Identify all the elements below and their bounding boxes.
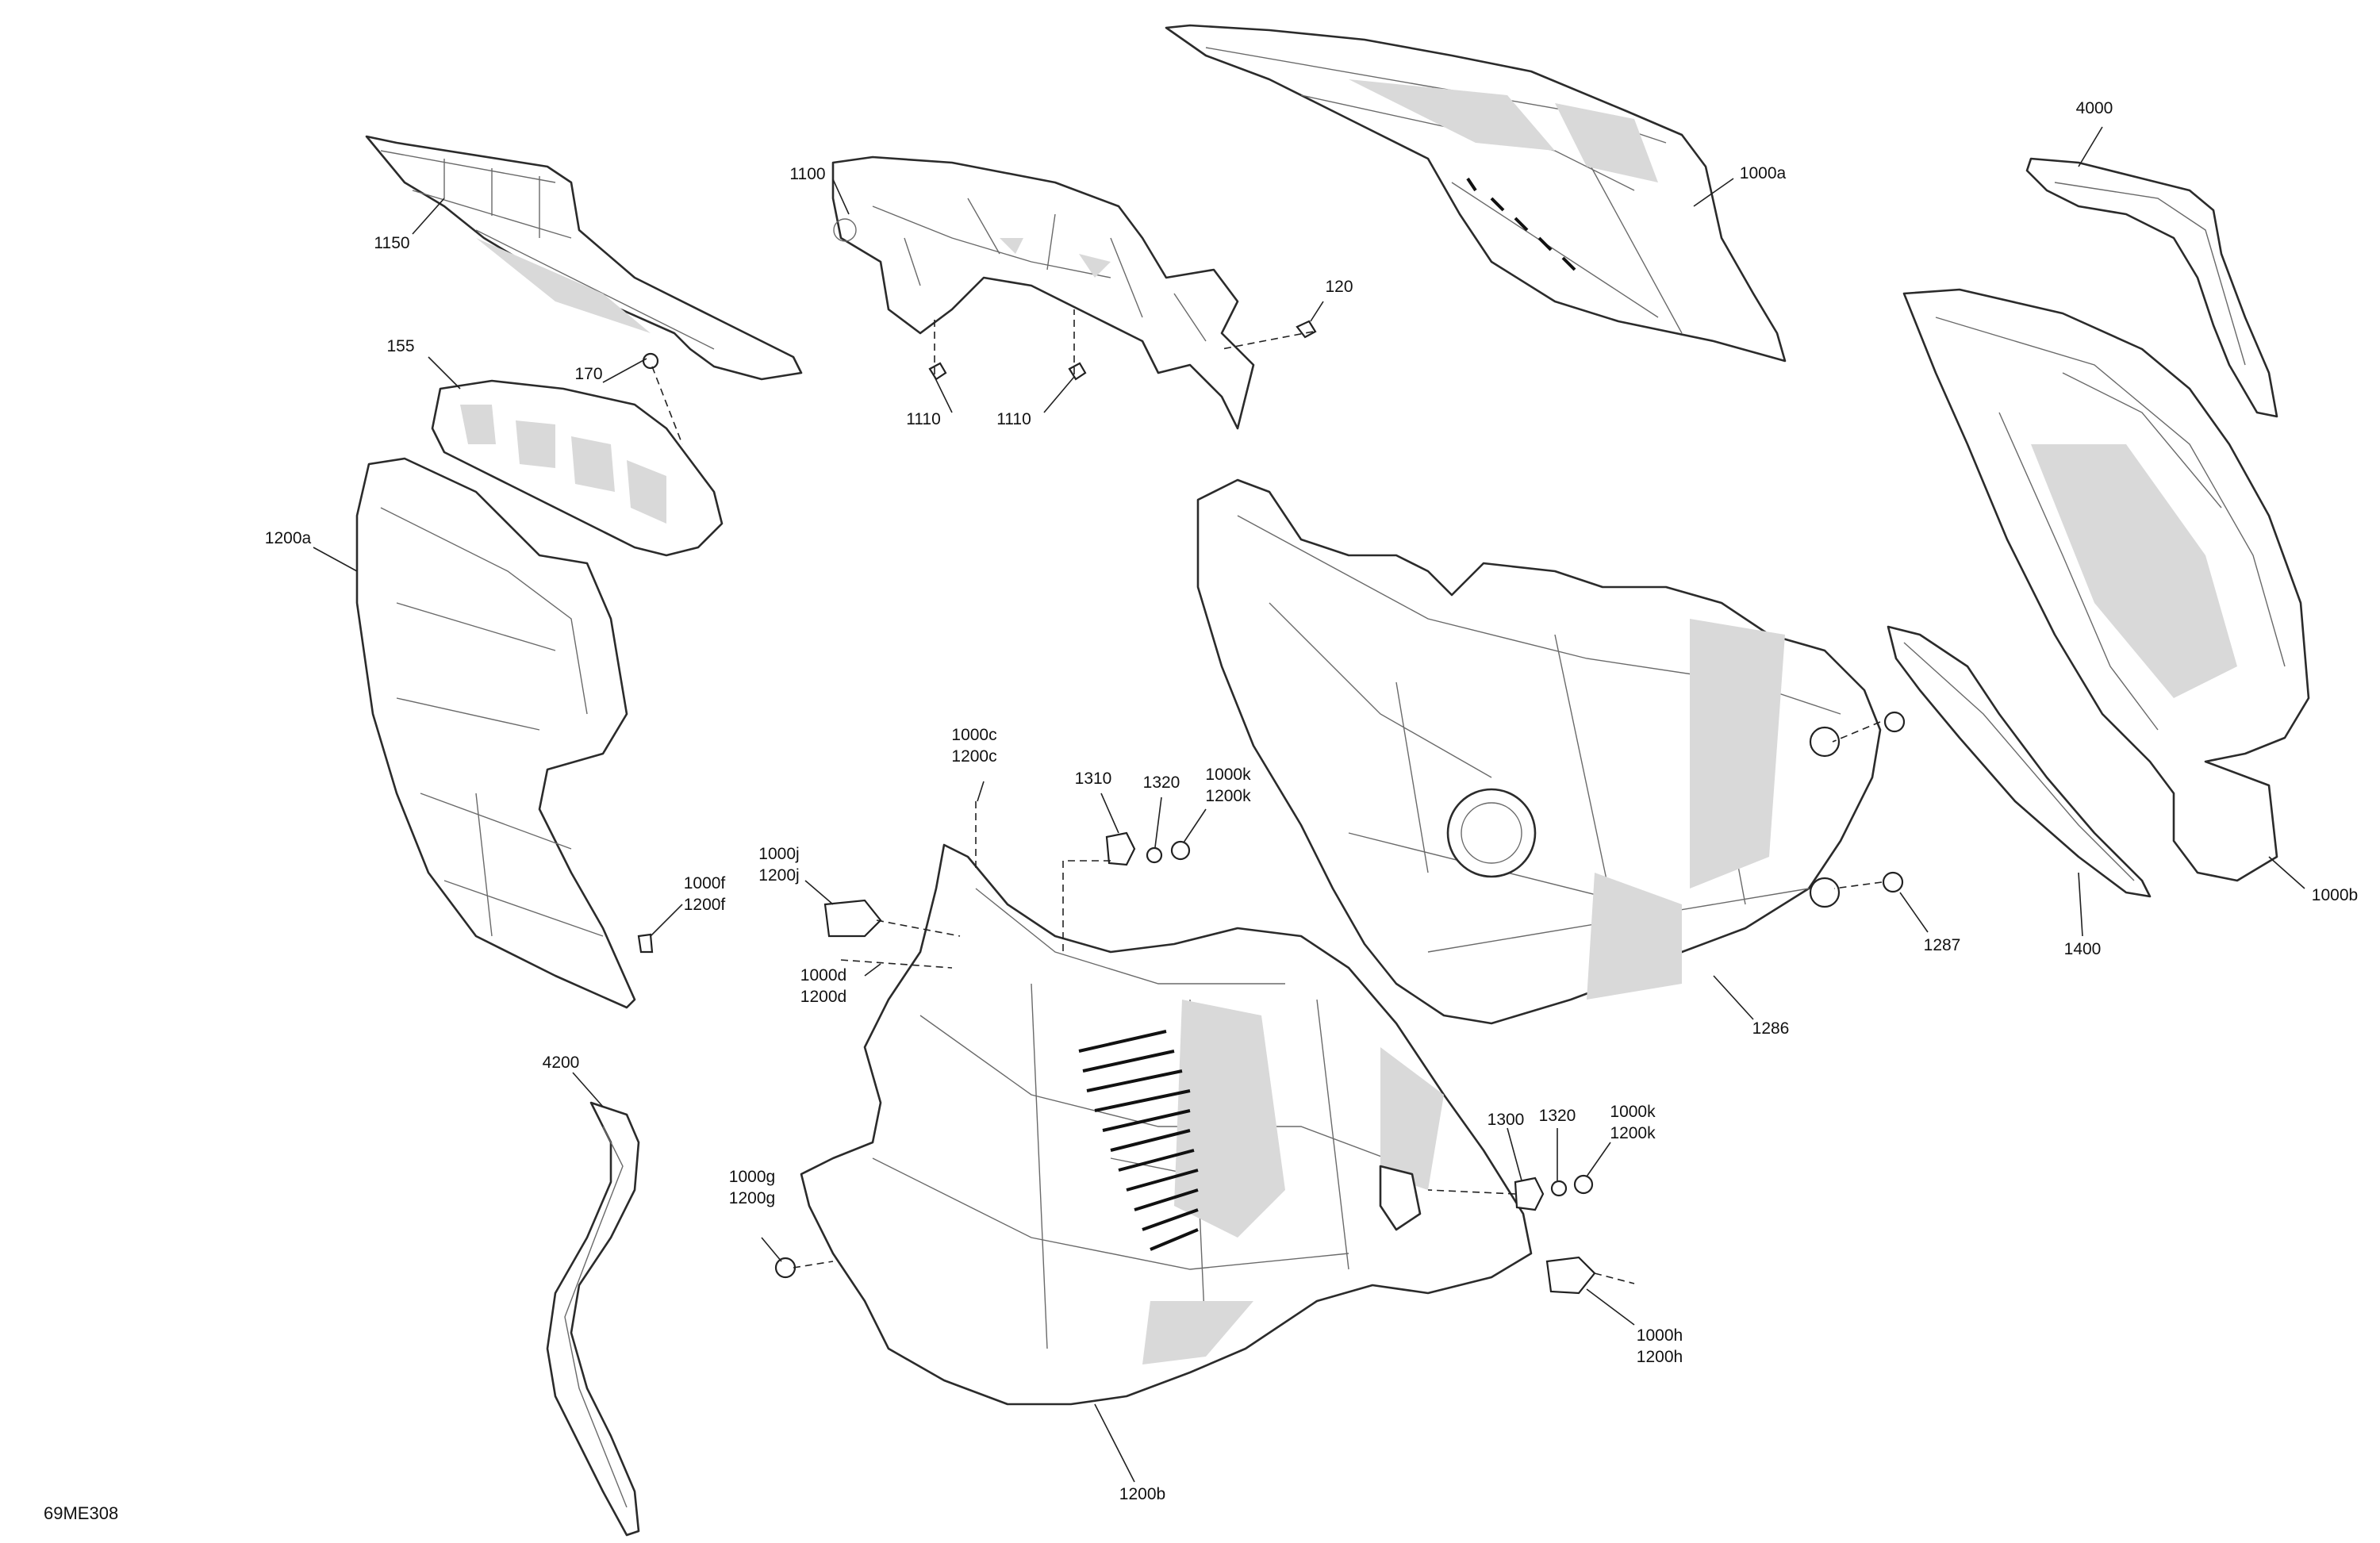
part-1000k-washer-a: [1170, 840, 1191, 861]
callout-1000b: 1000b: [2312, 886, 2358, 904]
part-170-screw: [642, 352, 659, 370]
callout-1287: 1287: [1924, 936, 1961, 954]
part-1150-bracket: [365, 135, 803, 381]
callout-1286: 1286: [1752, 1019, 1790, 1038]
callout-1110-left: 1110: [906, 410, 941, 428]
part-1320-washer-b: [1550, 1180, 1568, 1197]
callout-4200: 4200: [543, 1054, 580, 1072]
part-1200a-panel: [355, 457, 636, 1009]
callout-leaders: [313, 126, 2305, 1483]
callout-1320-upper: 1320: [1143, 773, 1180, 792]
part-1000f-clip: [637, 933, 654, 954]
callout-labels: 4000 1000a 1100 1150 120 1110 1110 155 1…: [265, 99, 2358, 1503]
part-1400-strip: [1887, 625, 2152, 898]
callout-1200b: 1200b: [1119, 1485, 1165, 1503]
callout-1150: 1150: [374, 234, 409, 252]
part-1287-washer-a: [1883, 711, 1906, 733]
part-4200-strip: [546, 1101, 640, 1537]
callout-1400: 1400: [2064, 940, 2102, 958]
part-120-screw: [1296, 320, 1317, 339]
callout-120: 120: [1325, 278, 1353, 296]
part-1320-washer-a: [1146, 846, 1163, 864]
part-1110-screw-a: [928, 362, 947, 381]
part-1000h-clip: [1545, 1256, 1596, 1295]
part-1000j-clip: [823, 899, 882, 938]
callout-4000: 4000: [2076, 99, 2113, 117]
part-1000a-panel: [1165, 24, 1787, 363]
part-1000b-panel: [1902, 288, 2310, 882]
diagram-code: 69ME308: [44, 1503, 118, 1523]
part-1110-screw-b: [1068, 362, 1087, 381]
part-1000k-washer-b: [1573, 1174, 1594, 1195]
part-1310-nut: [1105, 831, 1136, 866]
part-4000-strip: [2025, 157, 2278, 418]
part-1000g-washer: [774, 1257, 797, 1279]
callout-1310: 1310: [1075, 770, 1112, 788]
part-1300-nut: [1514, 1176, 1545, 1211]
assembly-dashes: [651, 309, 1883, 1284]
callout-1100: 1100: [789, 165, 825, 183]
part-1287-washer-b: [1882, 871, 1904, 893]
callout-1300: 1300: [1488, 1111, 1525, 1129]
callout-1200a: 1200a: [265, 529, 312, 547]
part-1100-bracket: [831, 155, 1255, 430]
callout-1110-right: 1110: [996, 410, 1031, 428]
part-1286-panel: [1196, 478, 1882, 1025]
part-155-grille: [431, 379, 724, 557]
callout-1320-lower: 1320: [1539, 1107, 1576, 1125]
callout-155: 155: [386, 337, 414, 355]
hardware-pieces: [637, 320, 1906, 1295]
callout-1000a: 1000a: [1740, 164, 1787, 182]
part-1200b-panel: [800, 843, 1533, 1406]
callout-170: 170: [574, 365, 602, 383]
